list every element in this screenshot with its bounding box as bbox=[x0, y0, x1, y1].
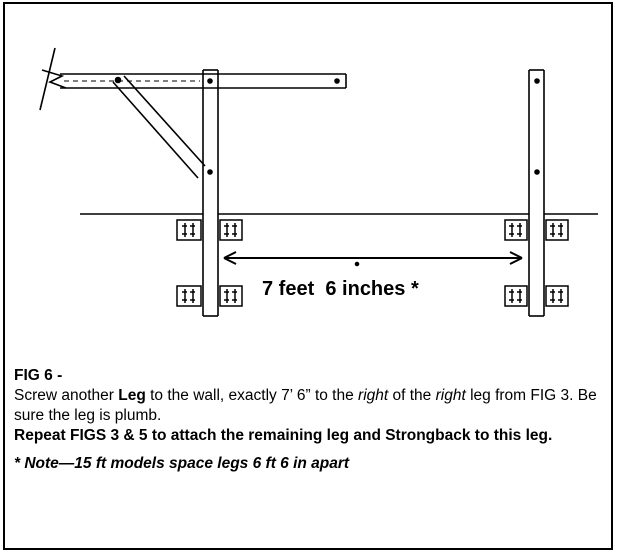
figure-caption: FIG 6 - Screw another Leg to the wall, e… bbox=[14, 366, 606, 474]
caption-text-3: of the bbox=[388, 387, 436, 404]
bracket-icon bbox=[219, 219, 243, 241]
caption-text-2: to the wall, exactly 7’ 6” to the bbox=[145, 387, 359, 404]
note-text: * Note—15 ft models space legs 6 ft 6 in… bbox=[14, 455, 350, 472]
figure-frame bbox=[3, 2, 613, 550]
leg-assembly-diagram bbox=[39, 47, 598, 317]
right-term-1: right bbox=[358, 387, 389, 404]
dimension-arrow bbox=[223, 251, 523, 267]
figure-title: FIG 6 - bbox=[14, 367, 63, 384]
bracket-icon bbox=[504, 219, 528, 241]
break-zigzag bbox=[41, 69, 67, 89]
bracket-icon bbox=[545, 285, 569, 307]
bracket-icon bbox=[504, 285, 528, 307]
diagonal-brace bbox=[112, 75, 206, 179]
caption-text-1: Screw another bbox=[14, 387, 119, 404]
bracket-icon bbox=[176, 219, 202, 241]
caption-text-4: leg from FIG 3. Be sure the leg is plumb… bbox=[14, 387, 597, 424]
right-leg bbox=[528, 69, 545, 317]
leg-term: Leg bbox=[118, 387, 146, 404]
left-leg bbox=[202, 69, 219, 317]
bracket-icon bbox=[219, 285, 243, 307]
break-line bbox=[39, 47, 56, 111]
bracket-icon bbox=[545, 219, 569, 241]
dimension-label: 7 feet 6 inches * bbox=[262, 278, 419, 300]
repeat-instruction: Repeat FIGS 3 & 5 to attach the remainin… bbox=[14, 427, 553, 444]
wall-brackets bbox=[176, 219, 569, 307]
right-term-2: right bbox=[435, 387, 466, 404]
bracket-icon bbox=[176, 285, 202, 307]
